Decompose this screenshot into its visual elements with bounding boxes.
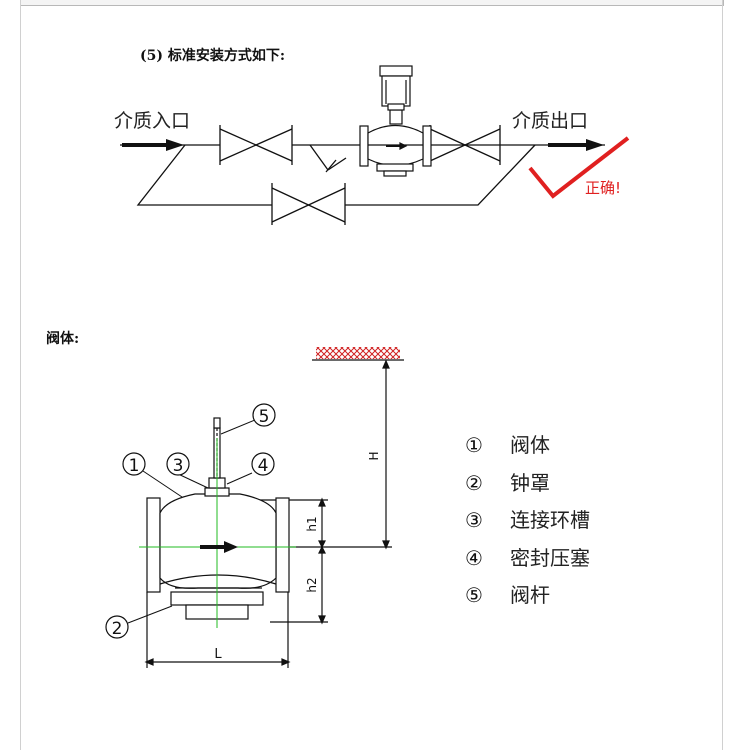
svg-text:5: 5: [259, 407, 270, 427]
svg-text:⑤: ⑤: [465, 583, 483, 607]
svg-text:2: 2: [112, 619, 123, 639]
svg-text:密封压塞: 密封压塞: [510, 546, 590, 570]
valve-body-drawing: [127, 347, 404, 668]
svg-text:连接环槽: 连接环槽: [510, 508, 590, 532]
svg-text:阀杆: 阀杆: [510, 583, 550, 607]
dimension-H-label: H: [367, 451, 381, 460]
svg-text:阀体: 阀体: [510, 433, 550, 457]
callout-3: 3: [166, 452, 190, 476]
svg-text:钟罩: 钟罩: [510, 471, 550, 495]
correct-label: 正确!: [585, 179, 621, 197]
page-frame-left: [20, 0, 21, 750]
svg-text:4: 4: [258, 456, 269, 476]
correct-check-icon: [528, 136, 630, 199]
callout-2: 2: [105, 615, 129, 639]
callout-4: 4: [251, 452, 275, 476]
bypass-pipe-right: [345, 144, 536, 206]
bypass-valve: [271, 183, 346, 225]
valve-body-heading: 阀体:: [46, 331, 80, 347]
parts-legend: ① 阀体 ② 钟罩 ③ 连接环槽 ④ 密封压塞 ⑤ 阀杆: [465, 433, 590, 607]
callout-5: 5: [252, 403, 276, 427]
install-heading: (5) 标准安装方式如下:: [140, 48, 286, 64]
ceiling-hatch: [316, 347, 400, 359]
svg-text:④: ④: [465, 546, 483, 570]
installation-diagram: [120, 65, 605, 225]
page-frame-right: [722, 0, 723, 750]
legend-item: ② 钟罩: [465, 471, 550, 495]
legend-item: ① 阀体: [465, 433, 550, 457]
legend-item: ⑤ 阀杆: [465, 583, 550, 607]
svg-text:1: 1: [129, 456, 140, 476]
left-isolation-valve: [219, 125, 293, 165]
inlet-label: 介质入口: [114, 110, 190, 132]
svg-text:①: ①: [465, 433, 483, 457]
strainer-symbol: [309, 144, 347, 173]
outlet-label: 介质出口: [512, 110, 588, 132]
control-valve: [359, 65, 432, 177]
outlet-arrow: [548, 139, 604, 151]
svg-text:②: ②: [465, 471, 483, 495]
bypass-pipe-left: [136, 144, 272, 206]
dimension-L-label: L: [214, 647, 222, 662]
legend-item: ③ 连接环槽: [465, 508, 590, 532]
inlet-arrow: [122, 139, 184, 151]
dimension-h1-label: h1: [305, 516, 319, 531]
legend-item: ④ 密封压塞: [465, 546, 590, 570]
svg-text:3: 3: [173, 456, 184, 476]
svg-text:③: ③: [465, 508, 483, 532]
body-flow-arrow: [200, 541, 238, 553]
dimension-h2-label: h2: [305, 577, 319, 592]
callout-1: 1: [122, 452, 146, 476]
